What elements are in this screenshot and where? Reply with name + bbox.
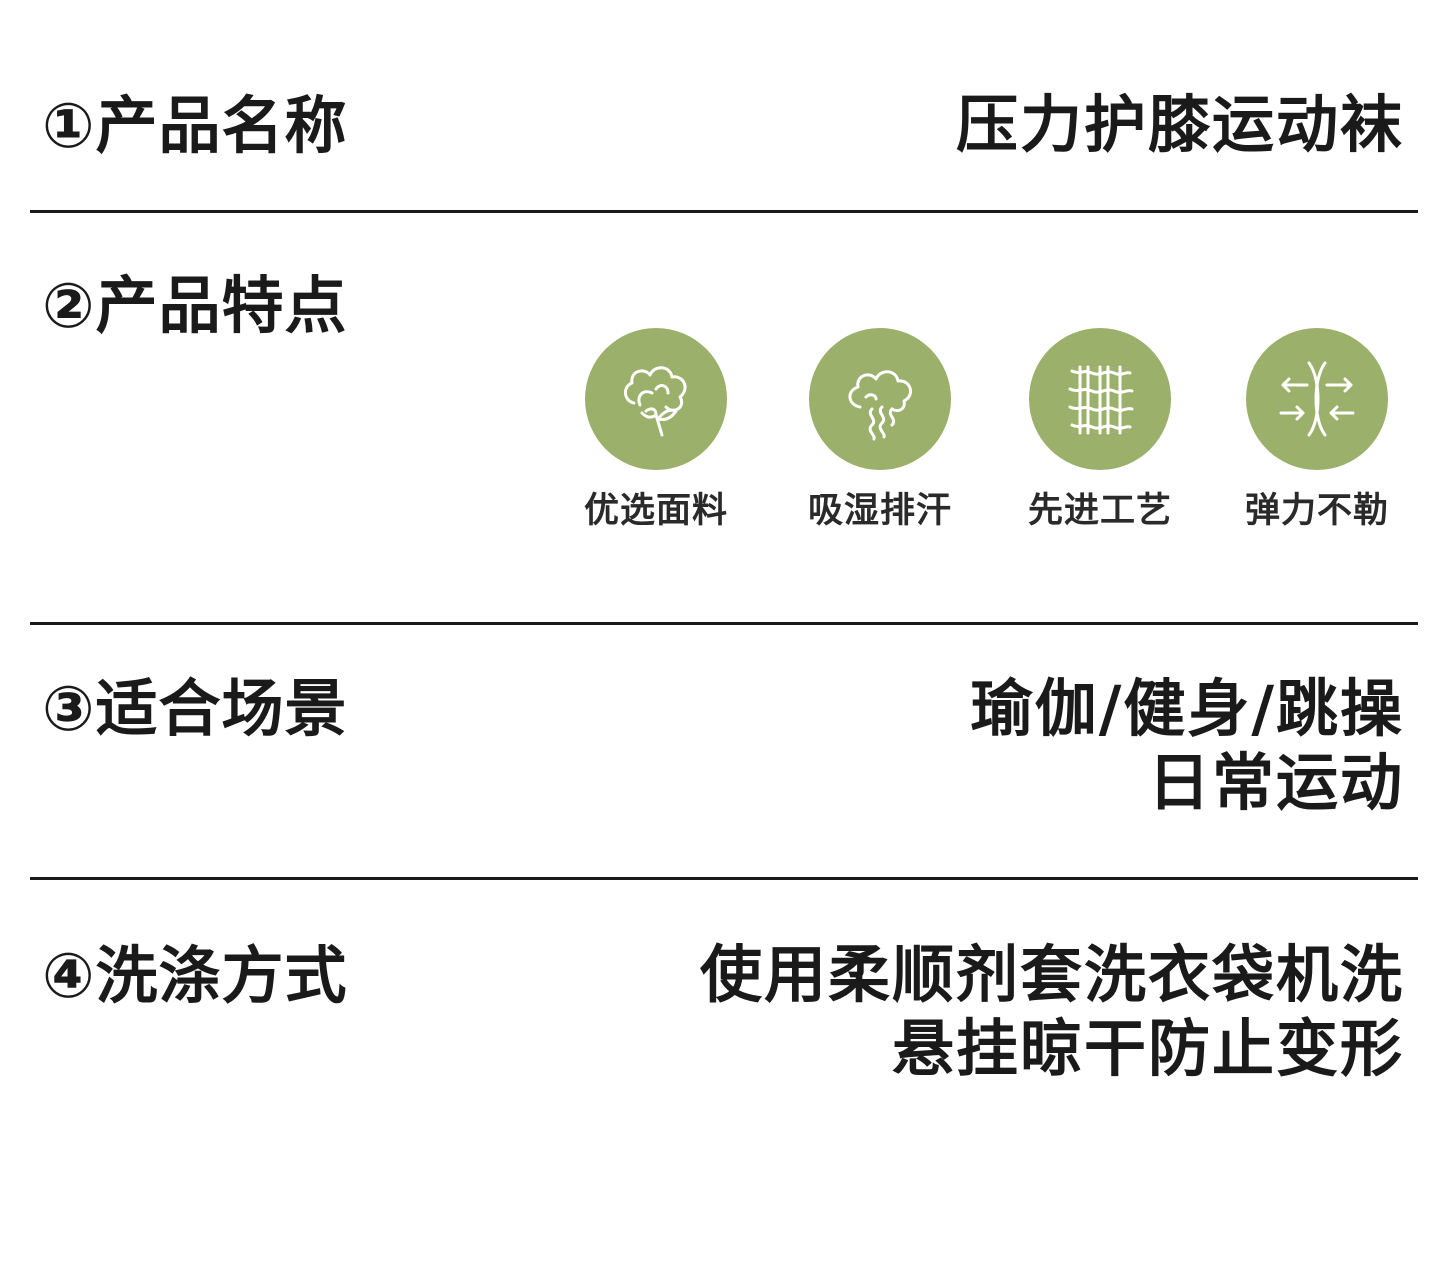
stretch-icon: [1246, 328, 1388, 470]
feature-item-craft: 先进工艺: [1010, 328, 1190, 533]
value-line: 压力护膝运动袜: [955, 88, 1404, 161]
feature-item-elastic: 弹力不勒: [1227, 328, 1407, 533]
feature-label: 弹力不勒: [1244, 491, 1389, 531]
divider: [30, 210, 1418, 213]
section-label-washing: ④洗涤方式: [42, 939, 348, 1012]
washing-value: 使用柔顺剂套洗衣袋机洗 悬挂晾干防止变形: [700, 938, 1404, 1087]
feature-item-moisture: 吸湿排汗: [790, 328, 970, 533]
value-line: 使用柔顺剂套洗衣袋机洗: [699, 938, 1404, 1011]
section-label-product-name: ①产品名称: [42, 89, 348, 162]
feature-item-fabric: 优选面料: [566, 328, 746, 533]
feature-label: 优选面料: [583, 491, 728, 531]
value-line: 悬挂晾干防止变形: [891, 1012, 1404, 1086]
cotton-icon: [585, 328, 727, 470]
feature-label: 先进工艺: [1027, 491, 1172, 531]
product-name-value: 压力护膝运动袜: [956, 88, 1404, 162]
steam-icon: [809, 328, 951, 470]
divider: [30, 622, 1418, 625]
scenarios-value: 瑜伽/健身/跳操 日常运动: [971, 672, 1404, 821]
section-label-product-features: ②产品特点: [42, 269, 348, 342]
feature-icons-row: 优选面料 吸湿排汗: [560, 328, 1420, 538]
value-line: 日常运动: [1147, 746, 1404, 820]
section-label-scenarios: ③适合场景: [42, 672, 348, 745]
weave-icon: [1029, 328, 1171, 470]
feature-label: 吸湿排汗: [807, 491, 952, 531]
value-line: 瑜伽/健身/跳操: [970, 672, 1404, 745]
divider: [30, 877, 1418, 880]
